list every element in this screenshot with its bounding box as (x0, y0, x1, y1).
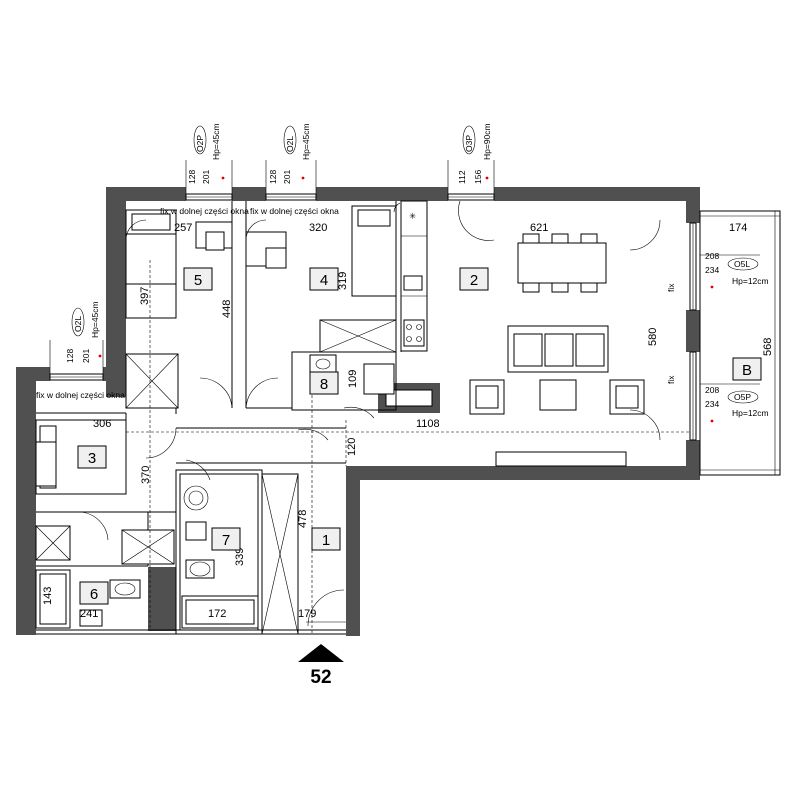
svg-text:fix: fix (666, 375, 676, 384)
svg-text:O2L: O2L (73, 316, 83, 332)
room-label-7: 7 (211, 527, 241, 551)
svg-text:Hp=45cm: Hp=45cm (211, 123, 221, 160)
svg-text:172: 172 (208, 608, 226, 620)
svg-text:fix w dolnej części okna: fix w dolnej części okna (250, 206, 339, 216)
svg-text:O5L: O5L (734, 259, 750, 269)
window-label-o3p: 112 156 O3P Hp=90cm (457, 123, 492, 184)
svg-text:B: B (742, 362, 752, 379)
svg-text:306: 306 (93, 418, 111, 430)
room-label-8: 8 (309, 371, 339, 395)
svg-text:580: 580 (647, 328, 659, 346)
svg-text:156: 156 (473, 170, 483, 184)
apartment-number: 52 (310, 667, 331, 688)
svg-text:143: 143 (42, 587, 54, 605)
window-label-o2p: 128 201 O2P Hp=45cm (187, 123, 225, 184)
kitchen-island (385, 389, 433, 407)
svg-text:120: 120 (346, 438, 358, 456)
doors (79, 200, 661, 627)
svg-text:339: 339 (234, 548, 246, 566)
svg-text:319: 319 (337, 272, 349, 290)
room-label-6: 6 (79, 581, 109, 605)
svg-text:112: 112 (457, 170, 467, 184)
svg-text:O5P: O5P (734, 392, 751, 402)
svg-text:O2L: O2L (285, 136, 295, 152)
window-label-o5p: 208 234 O5P Hp=12cm (705, 385, 769, 423)
svg-text:128: 128 (187, 170, 197, 184)
svg-text:257: 257 (174, 222, 192, 234)
room-label-1: 1 (311, 527, 341, 551)
svg-text:241: 241 (80, 608, 98, 620)
svg-text:✳: ✳ (409, 211, 416, 221)
svg-text:fix: fix (666, 283, 676, 292)
svg-text:448: 448 (221, 300, 233, 318)
entrance-marker: 52 (298, 621, 346, 688)
svg-text:Hp=12cm: Hp=12cm (732, 276, 769, 286)
room-label-5: 5 (183, 267, 213, 291)
room-label-balcony: B (732, 357, 762, 381)
svg-text:234: 234 (705, 399, 719, 409)
svg-text:208: 208 (705, 385, 719, 395)
svg-text:397: 397 (139, 287, 151, 305)
svg-text:478: 478 (297, 510, 309, 528)
window-dim-lines (49, 160, 760, 385)
svg-text:O3P: O3P (464, 135, 474, 152)
svg-text:2: 2 (470, 272, 478, 289)
svg-text:Hp=12cm: Hp=12cm (732, 408, 769, 418)
svg-text:6: 6 (90, 586, 98, 603)
svg-text:370: 370 (140, 466, 152, 484)
windows (49, 193, 697, 441)
svg-text:128: 128 (65, 349, 75, 363)
svg-text:1: 1 (322, 532, 330, 549)
furniture: ✳ (35, 200, 645, 635)
svg-text:174: 174 (729, 222, 747, 234)
svg-text:208: 208 (705, 251, 719, 261)
svg-text:621: 621 (530, 222, 548, 234)
fix-notes: fix w dolnej części okna fix w dolnej cz… (36, 206, 676, 400)
dashed-lines (126, 260, 690, 634)
svg-text:fix w dolnej części okna: fix w dolnej części okna (160, 206, 249, 216)
svg-text:1108: 1108 (416, 418, 440, 430)
room-label-4: 4 (309, 267, 339, 291)
room-label-3: 3 (77, 445, 107, 469)
window-label-o2l-top: 128 201 O2L Hp=45cm (268, 123, 311, 184)
svg-text:109: 109 (347, 370, 359, 388)
svg-text:5: 5 (194, 272, 202, 289)
svg-text:234: 234 (705, 265, 719, 275)
svg-text:Hp=45cm: Hp=45cm (90, 301, 100, 338)
svg-text:128: 128 (268, 170, 278, 184)
svg-text:Hp=90cm: Hp=90cm (482, 123, 492, 160)
svg-text:4: 4 (320, 272, 328, 289)
svg-text:568: 568 (762, 338, 774, 356)
svg-text:Hp=45cm: Hp=45cm (301, 123, 311, 160)
svg-text:201: 201 (81, 349, 91, 363)
svg-text:179: 179 (298, 608, 316, 620)
window-label-o2l-left: 128 201 O2L Hp=45cm (65, 301, 102, 363)
dimensions: 621 174 580 568 1108 120 257 320 397 448… (42, 222, 774, 620)
svg-text:7: 7 (222, 532, 230, 549)
svg-text:201: 201 (201, 170, 211, 184)
walls (16, 187, 700, 636)
room-label-2: 2 (459, 267, 489, 291)
svg-text:O2P: O2P (195, 135, 205, 152)
svg-text:201: 201 (282, 170, 292, 184)
window-label-o5l: 208 234 O5L Hp=12cm (705, 251, 769, 289)
svg-text:fix w dolnej części okna: fix w dolnej części okna (36, 390, 125, 400)
svg-text:8: 8 (320, 376, 328, 393)
balcony (699, 210, 781, 476)
svg-text:3: 3 (88, 450, 96, 467)
svg-text:320: 320 (309, 222, 327, 234)
